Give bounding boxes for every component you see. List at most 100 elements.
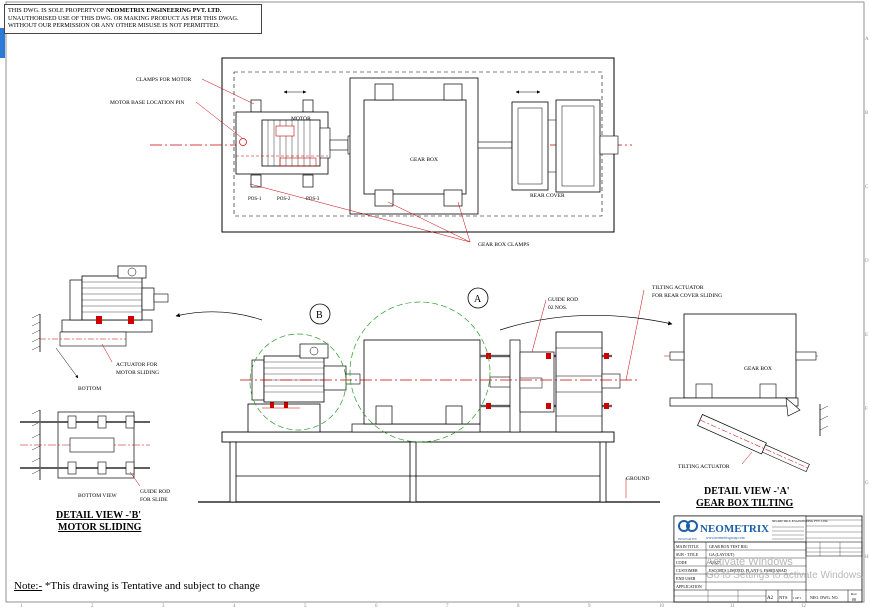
dwg-no-label: NEO. DWG. NO. — [810, 595, 839, 600]
label-pos-2: POS-2 — [277, 197, 291, 202]
company-line: NEOMETRIX ENGINEERING PVT. LTD. — [772, 519, 828, 523]
border-col-mark: 1 — [20, 604, 23, 608]
front-view: B A GUIDE ROD 02 NOS. TILTING ACTUATOR F… — [175, 285, 722, 503]
label-actuator-for: ACTUATOR FOR — [116, 362, 158, 368]
detail-a-actuator — [697, 414, 810, 473]
top-view: CLAMPS FOR MOTOR MOTOR BASE LOCATION PIN… — [110, 57, 632, 248]
table-leg — [409, 441, 417, 503]
table-leg — [229, 441, 237, 503]
coupling — [329, 139, 349, 151]
activate-windows-watermark[interactable]: Activate Windows Go to Settings to activ… — [706, 556, 864, 582]
label-tilting-actuator-detail: TILTING ACTUATOR — [678, 464, 730, 470]
front-motor — [263, 355, 325, 403]
front-coupling — [345, 373, 361, 385]
front-rear-frame — [555, 331, 603, 433]
motor-clamp — [302, 174, 314, 188]
motor-clamp — [250, 99, 262, 113]
title-block-row-label: CODE — [676, 560, 687, 565]
window-edge-tab — [0, 28, 5, 58]
watermark-line-2: Go to Settings to activate Windows. — [706, 570, 864, 581]
rev-value: 00 — [852, 597, 856, 602]
sheet-scale: NTS — [779, 595, 788, 600]
title-block-row-value: A2927 — [709, 560, 720, 565]
title-block-row-label: END USER — [676, 576, 696, 581]
title-block-row-label: SUB - TITLE — [676, 552, 699, 557]
gear-box-clamp — [374, 83, 394, 101]
border-row-mark: A — [865, 37, 869, 42]
neometrix-logo — [678, 520, 698, 532]
bubble-a — [467, 287, 489, 309]
border-col-mark: 6 — [375, 604, 378, 608]
detail-b-title-2: MOTOR SLIDING — [58, 522, 142, 533]
border-col-mark: 11 — [730, 604, 735, 608]
border-row-mark: B — [865, 111, 869, 116]
border-col-mark: 12 — [801, 604, 807, 608]
terminal-box — [275, 125, 295, 137]
border-row-mark: G — [865, 481, 869, 486]
disclaimer-company: NEOMETRIX ENGINEERING PVT. LTD. — [105, 7, 222, 14]
motor-clamp — [250, 174, 262, 188]
detail-a-title-1: DETAIL VIEW -'A' — [704, 486, 790, 497]
gear-box-clamp — [443, 189, 463, 207]
border-row-mark: D — [865, 259, 869, 264]
title-block: NEOMETRIX www.neometrixgroup.com INNOVAT… — [673, 515, 863, 603]
border-col-mark: 3 — [162, 604, 165, 608]
label-bottom: BOTTOM — [78, 386, 101, 392]
gear-box-body — [363, 99, 467, 195]
detail-view-b: ACTUATOR FOR MOTOR SLIDING BOTTOM BOTTOM… — [20, 265, 170, 533]
label-motor-top: MOTOR — [291, 116, 311, 122]
detail-b-motor — [81, 275, 143, 321]
output-shaft — [477, 141, 513, 149]
brand-name: NEOMETRIX — [700, 523, 769, 535]
label-pos-3: POS-3 — [306, 197, 320, 202]
label-tilting-actuator-front: TILTING ACTUATOR — [652, 285, 704, 291]
title-block-row-value: GEAR BOX TEST RIG — [709, 544, 748, 549]
title-block-row-label: MAIN TITLE — [676, 544, 699, 549]
bubble-b-label: B — [316, 310, 323, 321]
table-top — [221, 431, 615, 443]
border-col-mark: 2 — [91, 604, 94, 608]
border-col-mark: 7 — [446, 604, 449, 608]
rear-cover-plate — [511, 101, 549, 191]
label-rear-cover: REAR COVER — [530, 193, 565, 199]
gear-box-clamp — [374, 189, 394, 207]
detail-a-title-2: GEAR BOX TILTING — [696, 498, 793, 509]
label-gear-box-clamps: GEAR BOX CLAMPS — [478, 242, 529, 248]
brand-tag: INNOVATIVE — [678, 537, 697, 541]
border-row-mark: E — [865, 333, 868, 338]
border-col-mark: 8 — [517, 604, 520, 608]
label-ground: GROUND — [626, 476, 650, 482]
border-row-mark: H — [865, 555, 869, 560]
rear-cover-frame — [555, 99, 601, 193]
title-block-row-label: APPLICATION — [676, 584, 702, 589]
label-pos-1: POS-1 — [248, 197, 262, 202]
bubble-b — [309, 303, 331, 325]
detail-view-a: GEAR BOX TILTING ACTUATOR DETAIL VIEW -'… — [664, 313, 829, 509]
base-plate-hidden — [233, 71, 603, 217]
motor-pedestal — [247, 403, 321, 433]
label-gear-box-detail-a: GEAR BOX — [744, 366, 772, 372]
ownership-disclaimer: THIS DWG. IS SOLE PROPERTYOF NEOMETRIX E… — [4, 4, 262, 34]
watermark-line-1: Activate Windows — [706, 556, 793, 568]
label-gear-box-top: GEAR BOX — [410, 157, 438, 163]
title-block-row-value: GA (LAYOUT) — [709, 552, 735, 557]
label-tilting-actuator-sub: FOR REAR COVER SLIDING — [652, 293, 722, 299]
border-row-mark: F — [865, 407, 868, 412]
title-block-rows: MAIN TITLE GEAR BOX TEST RIG SUB - TITLE GA… — [674, 541, 807, 590]
border-row-mark: C — [865, 185, 869, 190]
label-motor-base-pin: MOTOR BASE LOCATION PIN — [110, 100, 184, 106]
front-terminal-box — [299, 343, 329, 359]
label-clamps-for-motor: CLAMPS FOR MOTOR — [136, 77, 192, 83]
tentative-note: Note:- *This drawing is Tentative and su… — [14, 580, 260, 592]
note-text: *This drawing is Tentative and subject t… — [42, 580, 260, 592]
sheet-number: 1 OF 1 — [793, 596, 802, 600]
title-block-row-value: ESCORTS LIMITED, PLANT-3, FARIDABAD — [709, 568, 787, 574]
sheet-border — [5, 1, 865, 603]
disclaimer-line-3: WITHOUT OUR PERMISSION OR ANY OTHER MISU… — [8, 22, 220, 30]
disclaimer-prefix: THIS DWG. IS SOLE PROPERTYOF — [8, 7, 106, 14]
label-bottom-view: BOTTOM VIEW — [78, 493, 118, 499]
detail-b-slide-plate — [61, 319, 153, 333]
border-row-marks: A B C D E F G H — [865, 37, 869, 560]
